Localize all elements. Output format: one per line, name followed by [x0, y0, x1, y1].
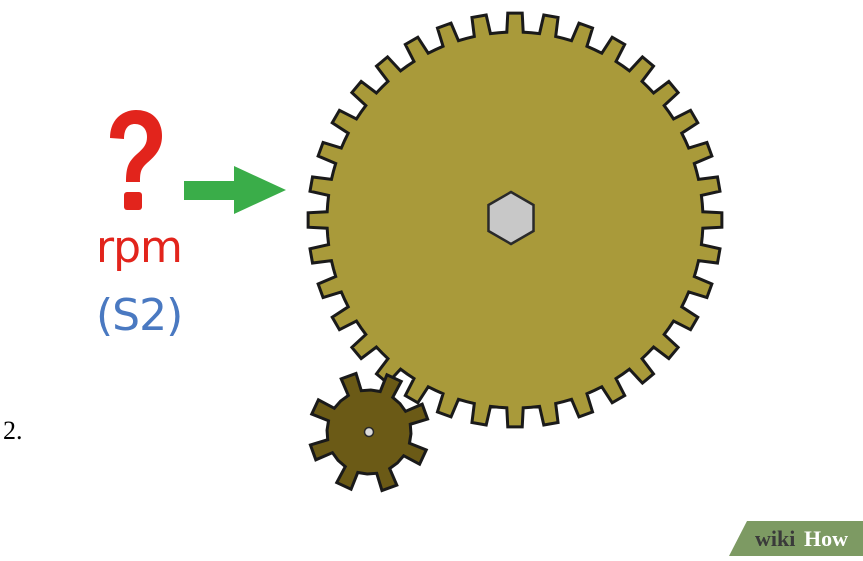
- arrow-right-icon: [184, 166, 286, 214]
- step-number: 2.: [3, 416, 23, 445]
- rpm-label: rpm: [96, 222, 183, 273]
- wikihow-watermark: wiki How: [729, 521, 863, 556]
- s2-label: (S2): [96, 290, 183, 341]
- watermark-wiki-text: wiki: [755, 526, 795, 551]
- hex-axle-icon: [487, 190, 535, 246]
- watermark-how-text: How: [804, 526, 848, 551]
- small-gear-axle-icon: [363, 426, 375, 438]
- question-mark-icon: [110, 110, 162, 210]
- watermark-background: [729, 521, 863, 556]
